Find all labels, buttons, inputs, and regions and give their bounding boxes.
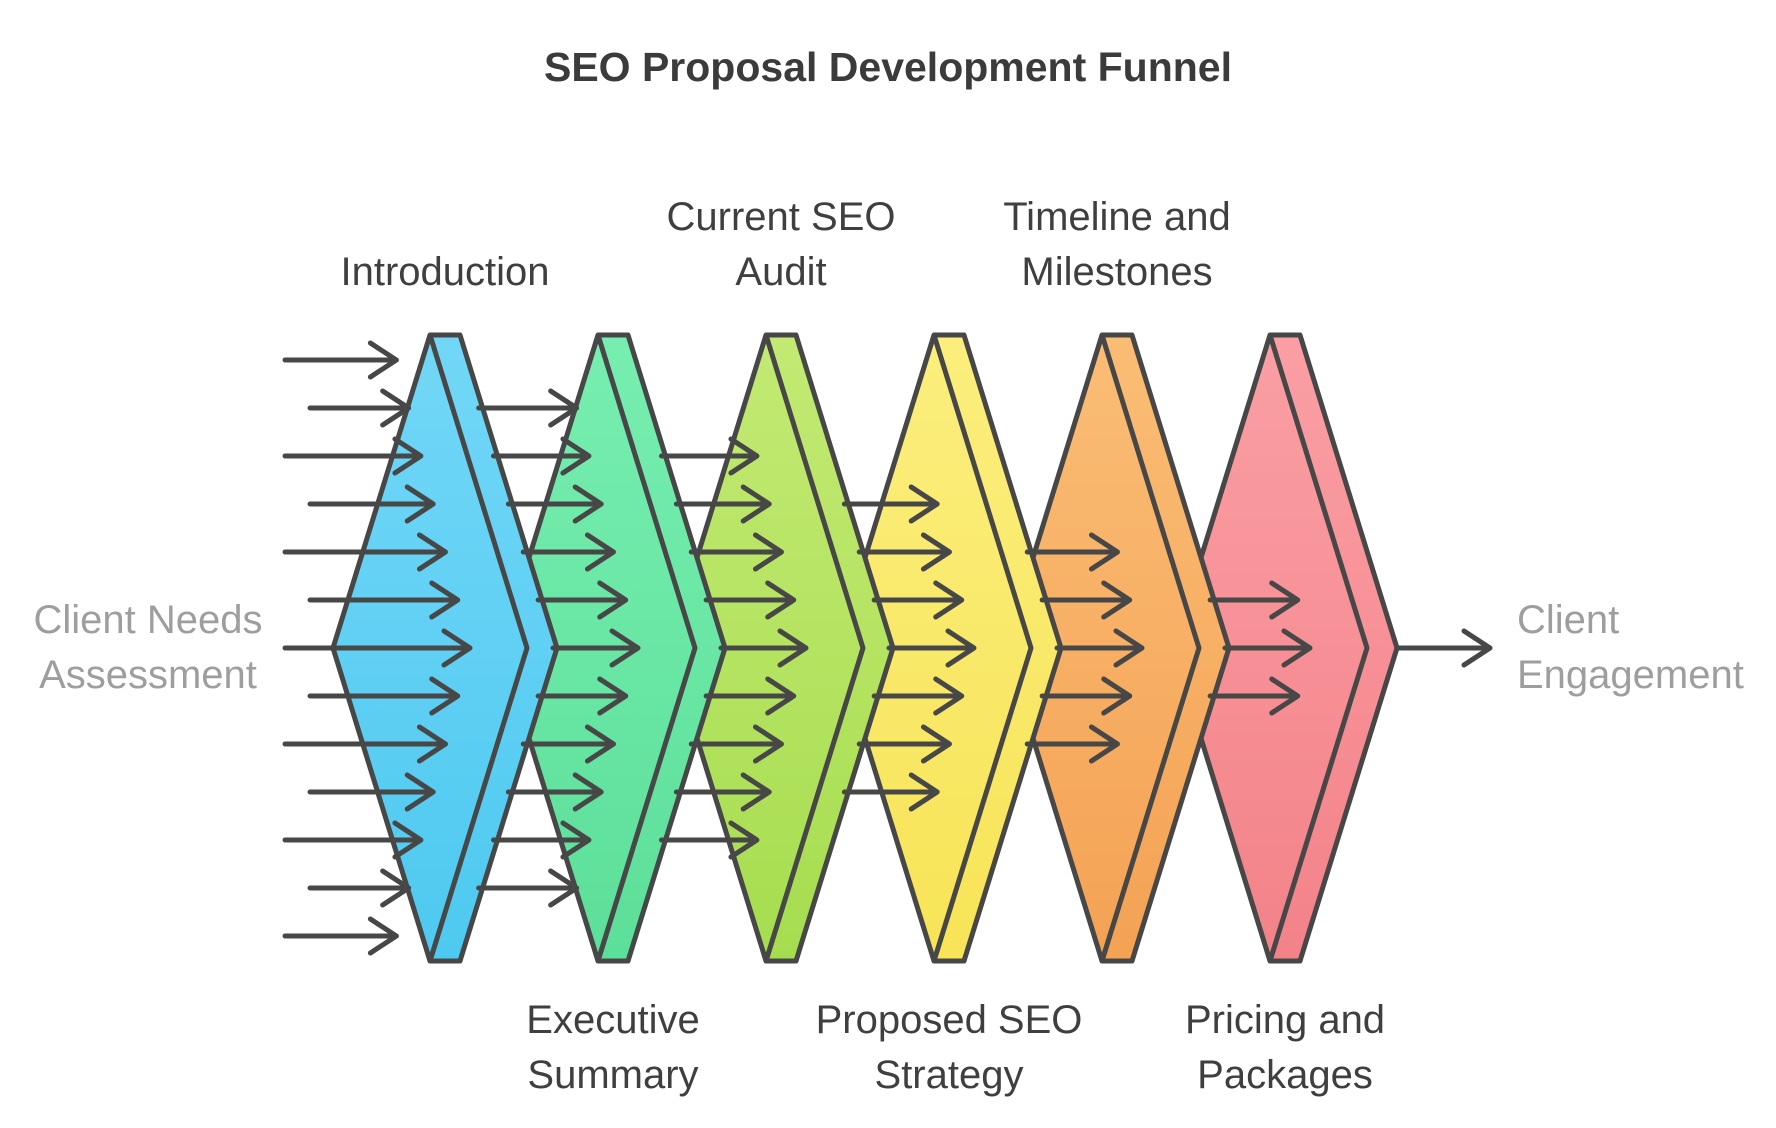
stage-label-timeline-milestones: Timeline and Milestones: [1003, 195, 1231, 294]
stage-label-pricing-packages: Pricing and Packages: [1184, 998, 1386, 1097]
output-arrow: [1396, 628, 1493, 668]
stage-label-executive-summary: Executive Summary: [526, 998, 700, 1097]
stage-label-proposed-seo-strategy: Proposed SEO Strategy: [815, 998, 1083, 1097]
arrow-group-stage-4: [841, 484, 977, 812]
funnel-stage-6-edge: [1267, 334, 1370, 962]
funnel-stage-2-edge: [595, 334, 698, 962]
output-label: Client Engagement: [1517, 598, 1744, 697]
funnel-stage-1-edge: [427, 334, 530, 962]
diagram-title: SEO Proposal Development Funnel: [543, 44, 1232, 90]
input-label: Client Needs Assessment: [33, 598, 263, 697]
arrow-group-stage-6: [1207, 580, 1313, 716]
flow-arrows: [282, 340, 1493, 956]
stage-label-current-seo-audit: Current SEO Audit: [666, 195, 896, 294]
funnel-stage-3-edge: [763, 334, 866, 962]
funnel-stage-5-edge: [1099, 334, 1202, 962]
arrow-group-stage-5: [1024, 532, 1145, 764]
arrow-group-stage-1: [282, 340, 473, 956]
funnel-stage-4-edge: [931, 334, 1034, 962]
arrow-group-stage-3: [658, 436, 809, 860]
arrow-group-stage-2: [476, 388, 641, 908]
stage-label-introduction: Introduction: [340, 250, 550, 294]
